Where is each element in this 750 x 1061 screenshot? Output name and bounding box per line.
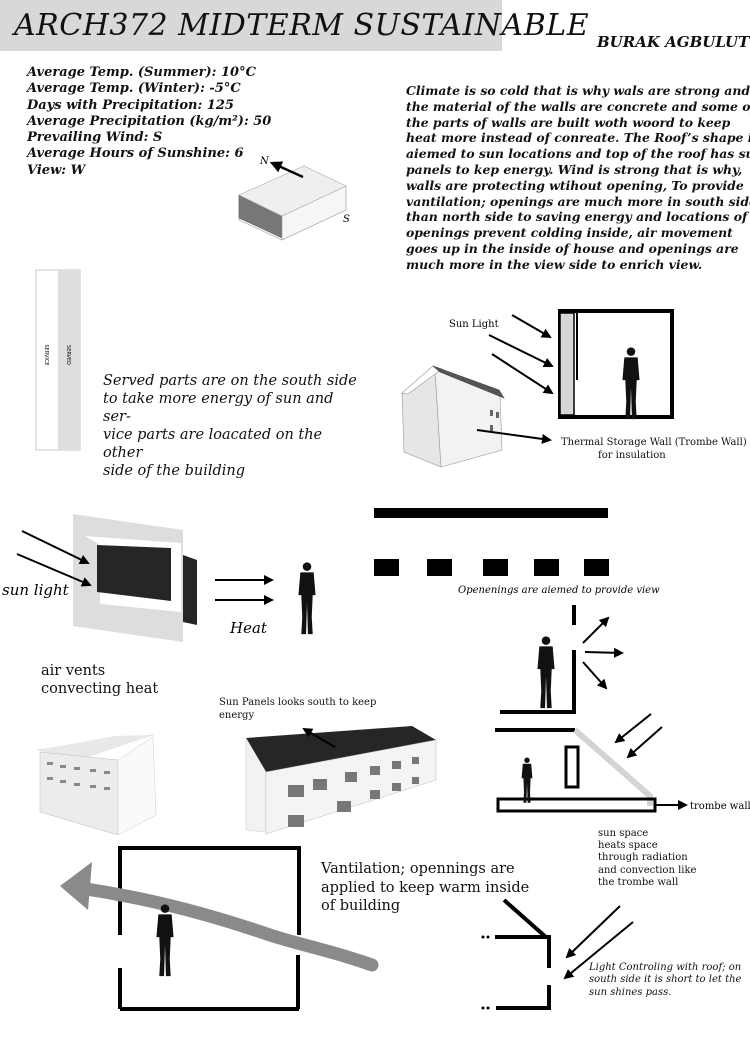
air-vents-line: air vents bbox=[41, 663, 106, 679]
author-name: BURAK AGBULUT bbox=[597, 33, 750, 51]
sun-panels-line: energy bbox=[219, 709, 255, 721]
climate-item: Prevailing Wind: S bbox=[27, 130, 163, 146]
climate-item: Average Temp. (Winter): -5°C bbox=[27, 81, 241, 97]
sun-space-section: trombe wall bbox=[495, 713, 750, 813]
sun-light-label: Sun Light bbox=[449, 319, 499, 330]
trombe-caption-line: Thermal Storage Wall (Trombe Wall) bbox=[561, 437, 747, 448]
house-sketch bbox=[401, 365, 552, 468]
plan-strip: SERVICE SERVED bbox=[35, 269, 81, 451]
sun-space-line: heats space bbox=[598, 840, 658, 852]
climate-data-list: Average Temp. (Summer): 10°C Average Tem… bbox=[27, 65, 271, 179]
title-band bbox=[0, 0, 502, 51]
trombe-caption-line: for insulation bbox=[598, 450, 666, 461]
sun-panels-caption: Sun Panels looks south to keep energy bbox=[219, 697, 376, 722]
building-perspective-panels bbox=[245, 726, 437, 835]
page-title: ARCH372 MIDTERM SUSTAINABLE bbox=[14, 8, 590, 43]
description-line: panels to kep energy. Wind is strong tha… bbox=[406, 161, 743, 177]
sun-space-line: and convection like bbox=[598, 864, 697, 876]
climate-item: Average Temp. (Summer): 10°C bbox=[27, 65, 256, 80]
description-line: the parts of walls are built woth woord … bbox=[406, 114, 731, 130]
description-line: heat more instead of conreate. The Roof’… bbox=[406, 130, 750, 146]
ventilation-line: of building bbox=[321, 898, 401, 914]
air-vents-text: air vents convecting heat bbox=[41, 662, 158, 698]
plan-label-service: SERVICE bbox=[43, 344, 49, 365]
climate-item: Average Hours of Sunshine: 6 bbox=[27, 146, 244, 162]
heat-window-diagram: sun light Heat bbox=[2, 514, 316, 642]
sun-space-line: the trombe wall bbox=[598, 876, 679, 888]
description-line: than north side to saving energy and loc… bbox=[406, 209, 748, 225]
served-line: side of the building bbox=[103, 463, 246, 479]
sun-space-text: sun space heats space through radiation … bbox=[598, 828, 696, 889]
description-line: walls are protecting wtihout opening, To… bbox=[406, 177, 744, 193]
ventilation-line: applied to keep warm inside bbox=[321, 879, 530, 896]
description-line: the material of the walls are concrete a… bbox=[406, 98, 750, 114]
climate-item: Average Precipitation (kg/m²): 50 bbox=[27, 113, 272, 129]
openings-diagram: Openenings are aiemed to provide view bbox=[374, 508, 660, 596]
served-line: Served parts are on the south side bbox=[103, 373, 357, 389]
description-line: much more in the view side to enrich vie… bbox=[406, 256, 703, 272]
description-line: aiemed to sun locations and top of the r… bbox=[406, 146, 750, 162]
design-description: Climate is so cold that is why wals are … bbox=[406, 83, 750, 273]
description-line: openings prevent colding inside, air mov… bbox=[406, 225, 733, 241]
light-control-line: south side it is short to let the bbox=[589, 974, 742, 986]
plan-label-served: SERVED bbox=[65, 345, 71, 365]
trombe-wall-caption: Thermal Storage Wall (Trombe Wall) for i… bbox=[561, 436, 747, 462]
served-parts-text: Served parts are on the south side to ta… bbox=[103, 372, 363, 480]
light-control-text: Light Controling with roof; on south sid… bbox=[589, 962, 741, 999]
sun-light-label-2: sun light bbox=[2, 581, 70, 599]
sun-panels-line: Sun Panels looks south to keep bbox=[219, 697, 377, 708]
light-control-line: Light Controling with roof; on bbox=[589, 962, 742, 973]
ventilation-text: Vantilation; opennings are applied to ke… bbox=[321, 860, 529, 916]
climate-item: Days with Precipitation: 125 bbox=[27, 97, 234, 113]
heat-label: Heat bbox=[229, 619, 268, 637]
sun-space-line: through radiation bbox=[598, 852, 688, 864]
served-line: vice parts are loacated on the other bbox=[103, 427, 323, 461]
climate-item: View: W bbox=[27, 162, 86, 178]
compass-south: S bbox=[343, 214, 350, 225]
ventilation-line: Vantilation; opennings are bbox=[321, 861, 515, 877]
sun-space-line: sun space bbox=[598, 828, 649, 839]
description-line: vantilation; openings are much more in s… bbox=[406, 193, 750, 209]
view-section bbox=[500, 605, 624, 714]
trombe-wall-label: trombe wall bbox=[690, 801, 750, 812]
trombe-section: Sun Light bbox=[449, 309, 674, 420]
light-control-line: sun shines pass. bbox=[589, 986, 672, 998]
description-line: Climate is so cold that is why wals are … bbox=[406, 83, 750, 98]
air-vents-line: convecting heat bbox=[41, 681, 159, 697]
building-perspective-left bbox=[37, 734, 157, 836]
openings-caption: Openenings are aiemed to provide view bbox=[458, 585, 660, 596]
description-line: goes up in the inside of house and openi… bbox=[406, 240, 739, 256]
served-line: to take more energy of sun and ser- bbox=[103, 391, 334, 425]
